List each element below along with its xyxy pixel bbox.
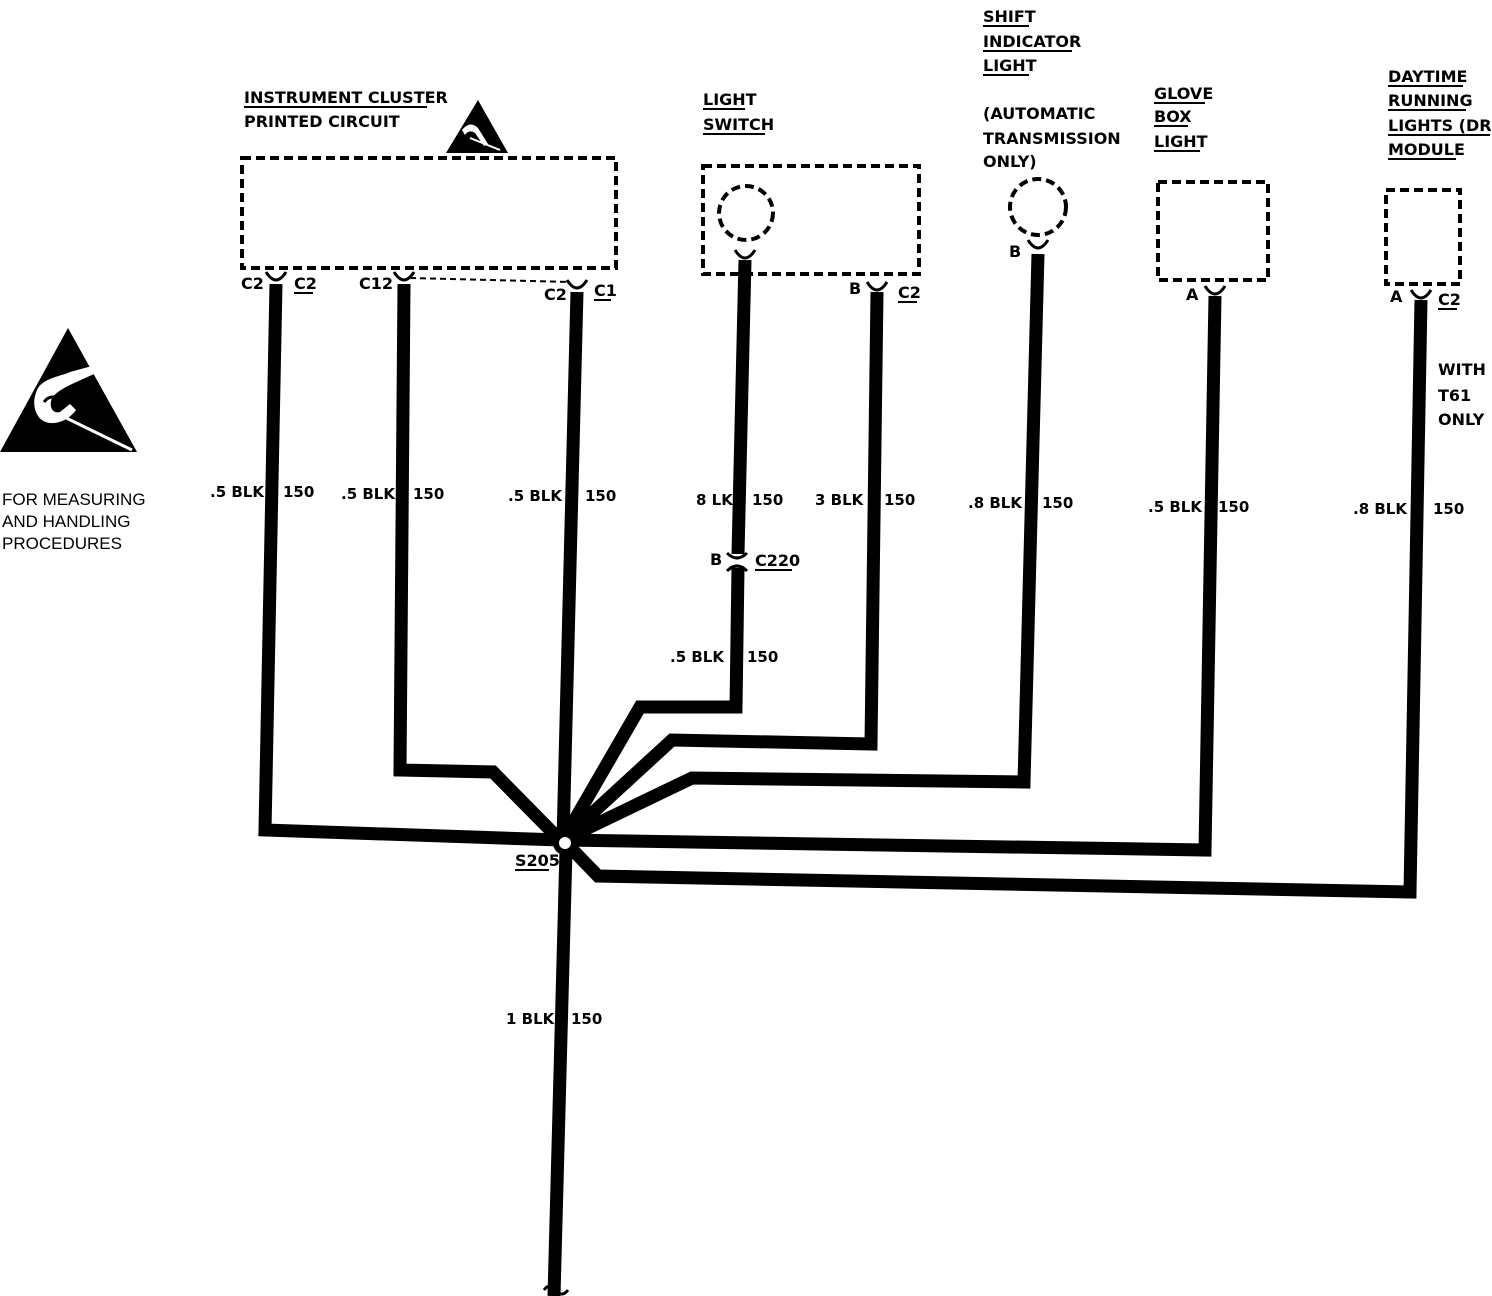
- instrument-cluster-box: [240, 156, 618, 270]
- light-switch-box: [701, 164, 921, 276]
- wire-ic-c1: [556, 291, 584, 841]
- drl-option-line1: WITH: [1438, 360, 1486, 379]
- ic-c2-pin-label: C2: [241, 274, 264, 293]
- light-switch-component: LIGHT SWITCH: [701, 90, 921, 276]
- drl-option-line3: ONLY: [1438, 410, 1485, 429]
- wire-light-switch-b: [558, 291, 884, 845]
- instrument-cluster-component: INSTRUMENT CLUSTER PRINTED CIRCUIT: [240, 88, 618, 270]
- glove-box-light-box: [1156, 180, 1270, 282]
- wire-labels: .5 BLK 150 .5 BLK 150 .5 BLK 150 8 LK 15…: [210, 483, 1464, 1028]
- drl-title-line4: MODULE: [1388, 140, 1465, 159]
- shift-indicator-note-line2: TRANSMISSION: [983, 129, 1121, 148]
- drl-title-line3: LIGHTS (DRL): [1388, 116, 1492, 135]
- instrument-cluster-subtitle: PRINTED CIRCUIT: [244, 112, 400, 131]
- light-switch-contact-icon: [717, 184, 775, 242]
- light-switch-title-line1: LIGHT: [703, 90, 757, 109]
- si-pin-label: B: [1009, 242, 1021, 261]
- c220-pin-label: B: [710, 550, 722, 569]
- instrument-cluster-title: INSTRUMENT CLUSTER: [244, 88, 448, 107]
- wire-10-size: 1 BLK: [506, 1010, 556, 1028]
- shift-indicator-note-line1: (AUTOMATIC: [983, 104, 1095, 123]
- esd-note-line3: PROCEDURES: [2, 534, 122, 553]
- ls-b-connector-label: C2: [898, 283, 921, 302]
- c220-connector-label: C220: [755, 551, 800, 570]
- wires: [258, 253, 1428, 1296]
- shift-indicator-title-line3: LIGHT: [983, 56, 1037, 75]
- wire-6-size: .8 BLK: [968, 494, 1023, 512]
- wire-5-size: 3 BLK: [815, 491, 865, 509]
- wire-7-circuit: 150: [1218, 498, 1249, 516]
- shift-indicator-bulb-icon: [1008, 177, 1068, 237]
- esd-warning-icon: [446, 100, 508, 153]
- connector-terminals: [264, 239, 1433, 1296]
- splice-s205: S205: [515, 831, 577, 871]
- wire-5-circuit: 150: [884, 491, 915, 509]
- esd-symbol-large-icon: [0, 328, 137, 452]
- wire-shift-indicator: [560, 253, 1045, 846]
- drl-option-line2: T61: [1438, 386, 1471, 405]
- splice-label: S205: [515, 851, 560, 870]
- shift-indicator-title-line1: SHIFT: [983, 7, 1036, 26]
- wire-3-size: .5 BLK: [508, 487, 563, 505]
- drl-module-box: [1384, 188, 1462, 286]
- ls-b-pin-label: B: [849, 279, 861, 298]
- glove-box-title-line2: BOX: [1154, 107, 1192, 126]
- wire-7-size: .5 BLK: [1148, 498, 1203, 516]
- drl-module-component: DAYTIME RUNNING LIGHTS (DRL) MODULE: [1384, 67, 1492, 286]
- wire-1-size: .5 BLK: [210, 483, 265, 501]
- drl-connector-label: C2: [1438, 290, 1461, 309]
- ic-c1-pin-label: C2: [544, 285, 567, 304]
- wire-8-circuit: 150: [1433, 500, 1464, 518]
- glove-box-title-line1: GLOVE: [1154, 84, 1213, 103]
- wire-4-size: 8 LK: [696, 491, 734, 509]
- wire-8-size: .8 BLK: [1353, 500, 1408, 518]
- wire-3-circuit: 150: [585, 487, 616, 505]
- wire-9-circuit: 150: [747, 648, 778, 666]
- wire-light-switch-lower: [557, 567, 745, 844]
- gb-pin-label: A: [1186, 285, 1199, 304]
- wire-ground-trunk: [547, 849, 573, 1296]
- shift-indicator-note-line3: ONLY): [983, 152, 1037, 171]
- wire-light-switch-upper: [731, 259, 752, 555]
- wire-2-circuit: 150: [413, 485, 444, 503]
- wire-2-size: .5 BLK: [341, 485, 396, 503]
- drl-pin-label: A: [1390, 287, 1403, 306]
- wire-6-circuit: 150: [1042, 494, 1073, 512]
- wire-9-size: .5 BLK: [670, 648, 725, 666]
- drl-title-line1: DAYTIME: [1388, 67, 1467, 86]
- glove-box-light-component: GLOVE BOX LIGHT: [1154, 84, 1270, 282]
- wire-4-circuit: 150: [752, 491, 783, 509]
- esd-note-line2: AND HANDLING: [2, 512, 130, 531]
- light-switch-title-line2: SWITCH: [703, 115, 774, 134]
- wire-ic-c2: [258, 283, 561, 847]
- ic-c12-pin-label: C12: [359, 274, 393, 293]
- wire-ic-c12: [393, 283, 565, 845]
- ic-c2-connector-label: C2: [294, 274, 317, 293]
- esd-note-line1: FOR MEASURING: [2, 490, 146, 509]
- ic-c1-connector-label: C1: [594, 281, 617, 300]
- shift-indicator-component: SHIFT INDICATOR LIGHT (AUTOMATIC TRANSMI…: [983, 7, 1121, 237]
- connector-labels: C2 C2 C12 C2 C1 B C2 B A A C2 B C220: [241, 242, 1461, 571]
- drl-title-line2: RUNNING: [1388, 91, 1473, 110]
- wire-1-circuit: 150: [283, 483, 314, 501]
- wire-10-circuit: 150: [571, 1010, 602, 1028]
- glove-box-title-line3: LIGHT: [1154, 132, 1208, 151]
- wire-glove-box: [562, 295, 1222, 857]
- wire-drl: [558, 299, 1428, 899]
- shift-indicator-title-line2: INDICATOR: [983, 32, 1081, 51]
